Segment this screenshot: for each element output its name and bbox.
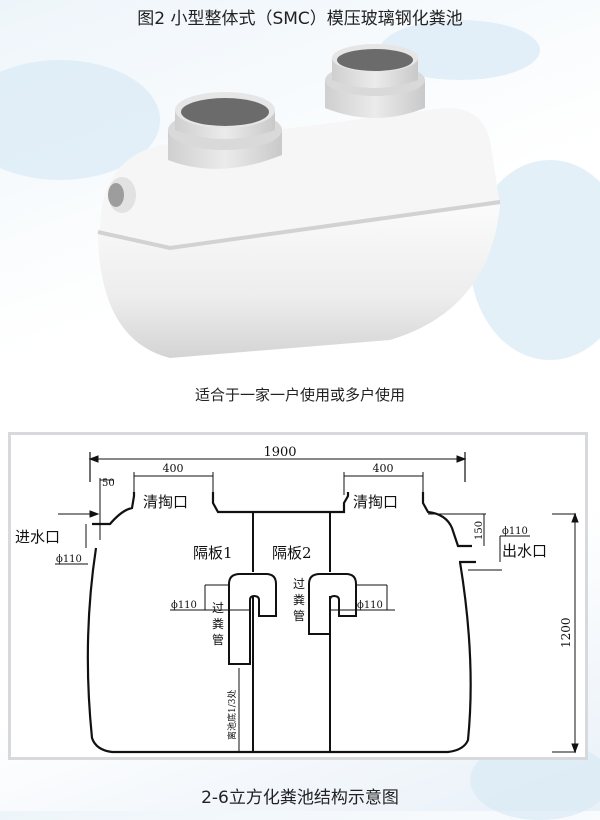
structure-diagram: 1900 400 400 50 清掏口 清掏口 进水口 ϕ110 ϕ110 出水…: [15, 445, 579, 754]
page-title: 图2 小型整体式（SMC）模压玻璃钢化粪池: [137, 9, 463, 29]
port-width-left-label: 400: [163, 462, 184, 475]
septic-tank-photo: [97, 44, 501, 358]
pipe-depth-note: 离池底1/3处: [226, 690, 238, 741]
outlet-dia-label: ϕ110: [502, 526, 528, 537]
pipe2-char3: 管: [293, 608, 305, 623]
inlet-label: 进水口: [15, 528, 60, 546]
cleanout-left-label: 清掏口: [143, 493, 188, 511]
pipe1-dia-label: ϕ110: [171, 600, 197, 611]
partition1-label: 隔板1: [193, 544, 233, 562]
pipe1-char2: 粪: [212, 617, 224, 631]
overall-length-label: 1900: [263, 445, 296, 460]
inlet-dia-label: ϕ110: [56, 554, 82, 565]
partition2-label: 隔板2: [272, 544, 312, 562]
pipe1-char1: 过: [212, 601, 224, 615]
structure-diagram-frame: [8, 432, 588, 760]
port-width-right-label: 400: [373, 462, 394, 475]
inlet-offset-label: 50: [102, 478, 115, 489]
pipe1-char3: 管: [212, 632, 224, 647]
pipe2-dia-label: ϕ110: [357, 600, 383, 611]
pipe2-char1: 过: [293, 577, 305, 591]
photo-caption: 适合于一家一户使用或多户使用: [194, 386, 405, 404]
cleanout-right-label: 清掏口: [353, 493, 398, 511]
diagram-caption: 2-6立方化粪池结构示意图: [201, 788, 399, 808]
pipe2-char2: 粪: [293, 593, 305, 607]
outlet-label: 出水口: [502, 542, 547, 560]
height-label: 1200: [559, 617, 573, 648]
outlet-offset-label: 150: [474, 521, 485, 540]
